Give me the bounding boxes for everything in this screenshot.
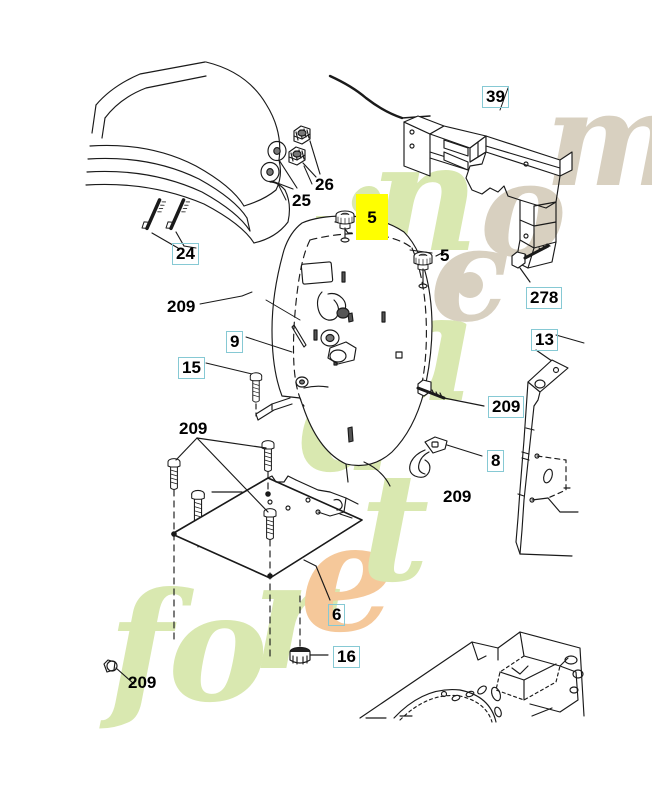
cover-shell-9 <box>255 215 433 487</box>
screw-209-bottom-left <box>103 659 135 685</box>
callout-209-right[interactable]: 209 <box>488 396 525 418</box>
leader-6 <box>303 559 331 601</box>
callout-13-text: 13 <box>535 330 554 349</box>
svg-text:m: m <box>545 63 652 216</box>
callout-39[interactable]: 39 <box>482 86 509 108</box>
svg-text:o: o <box>168 560 268 736</box>
clamp-8 <box>409 436 483 478</box>
screw-278 <box>511 243 551 283</box>
callout-5-secondary[interactable]: 5 <box>440 247 449 264</box>
callout-5-highlighted[interactable]: 5 <box>356 194 388 240</box>
callout-5-text: 5 <box>367 207 377 227</box>
callout-8-text: 8 <box>491 451 501 470</box>
callout-6[interactable]: 6 <box>328 604 346 626</box>
callout-209c-text: 209 <box>179 419 208 438</box>
hood-fender-assembly <box>85 61 291 244</box>
callout-209d-text: 209 <box>443 487 472 506</box>
callout-25-text: 25 <box>292 191 311 210</box>
screw-209-right-upper <box>416 379 485 407</box>
callout-9-text: 9 <box>230 332 240 351</box>
callout-39-text: 39 <box>486 87 505 106</box>
bolts-24 <box>132 195 198 249</box>
callout-26[interactable]: 26 <box>315 176 334 193</box>
callout-209-upper-left[interactable]: 209 <box>167 298 195 315</box>
callout-8[interactable]: 8 <box>487 450 505 472</box>
callout-209a-text: 209 <box>167 297 196 316</box>
callout-209e-text: 209 <box>128 673 157 692</box>
callout-9[interactable]: 9 <box>226 331 244 353</box>
bracket-39 <box>403 115 573 269</box>
callout-209-mid-right[interactable]: 209 <box>443 488 471 505</box>
callout-6-text: 6 <box>332 605 342 624</box>
callout-24[interactable]: 24 <box>172 243 199 265</box>
callout-15-text: 15 <box>182 358 201 377</box>
callout-209-bottom-left[interactable]: 209 <box>128 674 156 691</box>
bolt-15 <box>249 372 263 417</box>
callout-209-tray[interactable]: 209 <box>179 420 207 437</box>
nuts-26 <box>288 125 321 178</box>
callout-278-text: 278 <box>530 288 559 307</box>
callout-25[interactable]: 25 <box>292 192 311 209</box>
plug-16 <box>289 595 329 665</box>
callout-209b-text: 209 <box>492 397 521 416</box>
svg-text:t: t <box>360 440 429 616</box>
side-panel-13 <box>515 349 579 557</box>
leader-lines <box>183 87 585 375</box>
screws-209-tray <box>167 437 277 661</box>
callout-24-text: 24 <box>176 244 195 263</box>
callout-13[interactable]: 13 <box>531 329 558 351</box>
callout-5b-text: 5 <box>440 246 450 265</box>
callout-15[interactable]: 15 <box>178 357 205 379</box>
washers-25 <box>260 140 298 190</box>
callout-16-text: 16 <box>337 647 356 666</box>
callout-16[interactable]: 16 <box>333 646 360 668</box>
chassis-bottom-right <box>359 631 585 723</box>
callout-26-text: 26 <box>315 175 334 194</box>
callout-278[interactable]: 278 <box>526 287 563 309</box>
